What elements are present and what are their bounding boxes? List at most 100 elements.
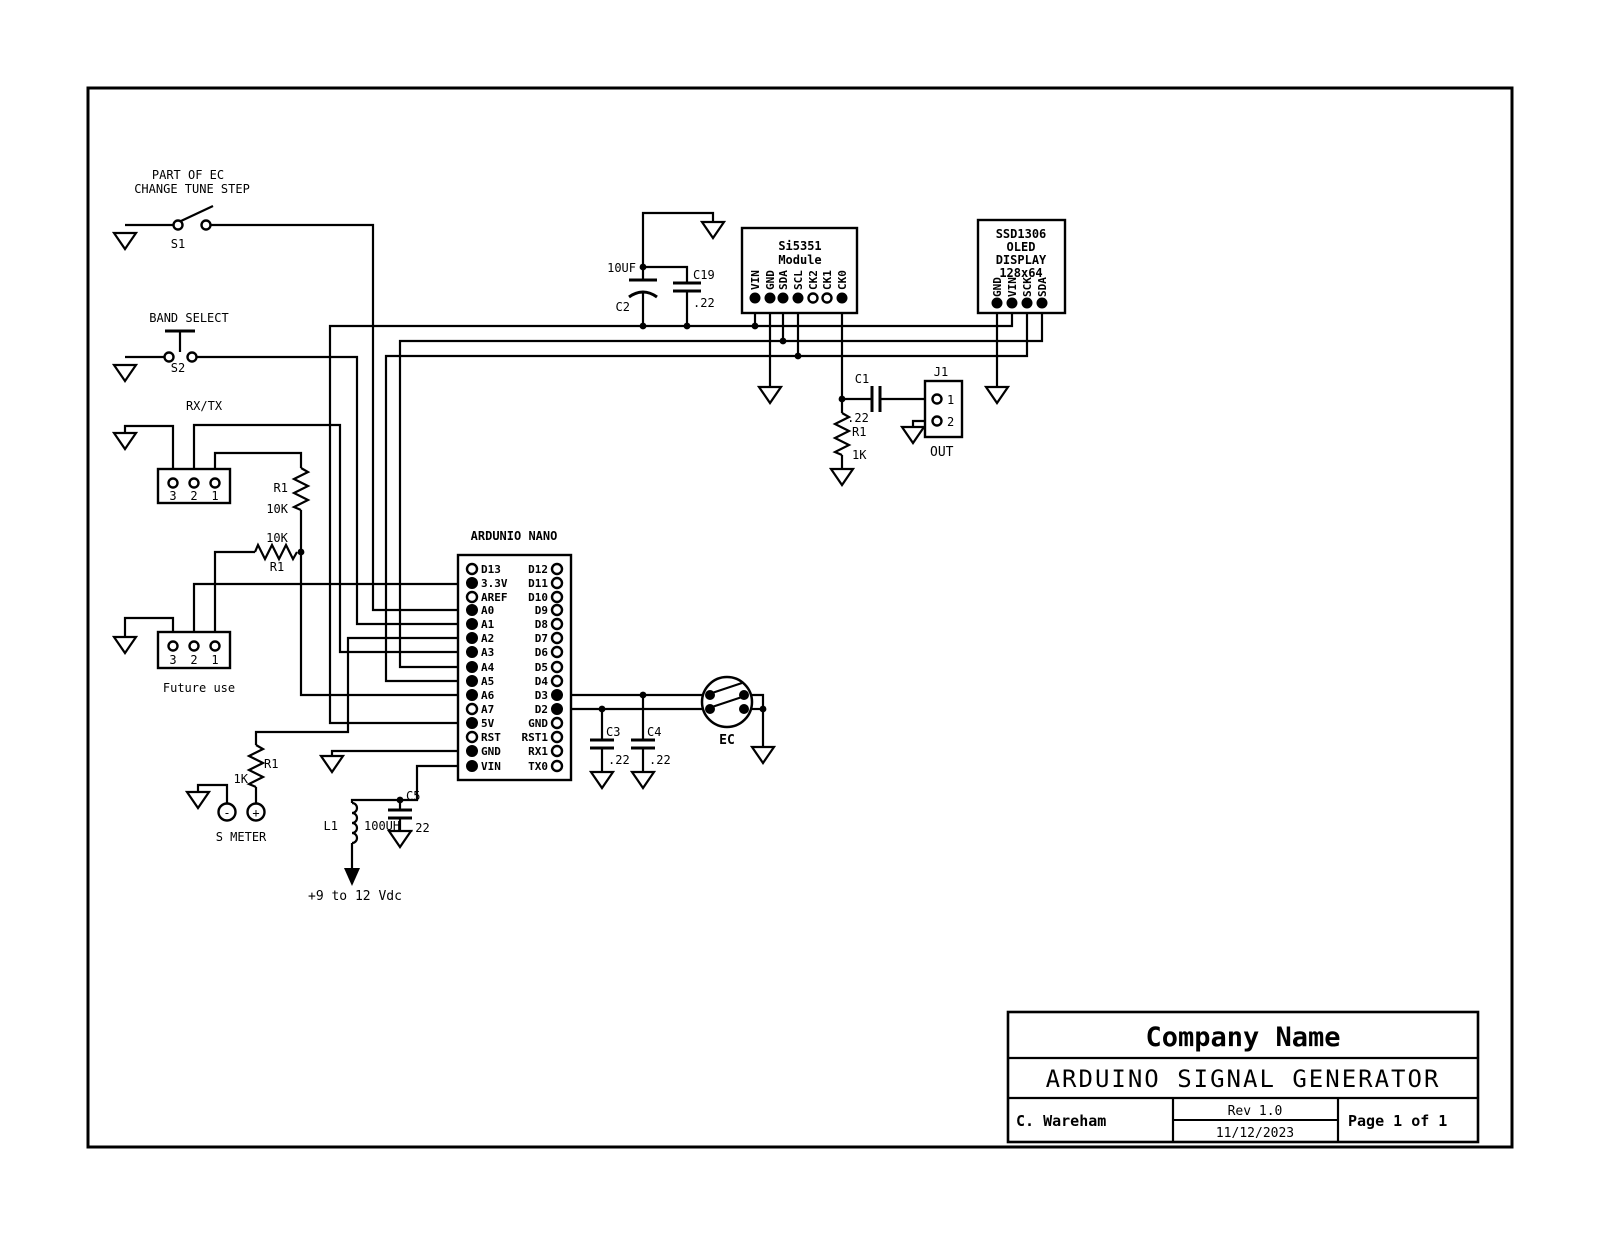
pin-a6: A6 — [481, 689, 495, 702]
company-name: Company Name — [1145, 1022, 1340, 1053]
c2-value: 10UF — [607, 261, 636, 275]
switch-s1: PART OF EC CHANGE TUNE STEP S1 — [134, 168, 250, 251]
oled-display: SSD1306 OLED DISPLAY 128x64 GND VIN SCK … — [976, 218, 1067, 315]
pin-a2: A2 — [481, 632, 494, 645]
c4-ref: C4 — [647, 725, 661, 739]
resistor-r1-10k-vertical: R1 10K — [266, 467, 311, 516]
si5351-pin-scl: SCL — [792, 270, 805, 290]
pin-a1: A1 — [481, 618, 495, 631]
rxtx-pin-1: 1 — [211, 489, 218, 503]
arduino-title: ARDUNIO NANO — [471, 529, 558, 543]
r1-10kh-ref: R1 — [270, 560, 284, 574]
rxtx-caption: RX/TX — [186, 399, 223, 413]
inductor-l1: L1 100UH — [324, 801, 400, 845]
pin-d2: D2 — [535, 703, 548, 716]
si5351-pin-ck2: CK2 — [807, 270, 820, 290]
s2-ref: S2 — [171, 361, 185, 375]
capacitor-c3: C3 .22 — [590, 725, 630, 767]
oled-title-2: OLED — [1007, 240, 1036, 254]
c1-ref: C1 — [855, 372, 869, 386]
oled-title-4: 128x64 — [999, 266, 1042, 280]
pin-aref: AREF — [481, 591, 508, 604]
oled-pin-vin: VIN — [1006, 277, 1019, 297]
r1-out-value: 1K — [852, 448, 867, 462]
si5351-pin-ck1: CK1 — [821, 270, 834, 290]
pin-gnd: GND — [481, 745, 501, 758]
title-block: Company Name ARDUINO SIGNAL GENERATOR C.… — [1006, 1010, 1480, 1144]
arduino-nano: ARDUNIO NANO D13 3.3V A — [456, 529, 573, 782]
pin-d9: D9 — [535, 604, 548, 617]
connector-future-use: 3 2 1 Future use — [156, 630, 235, 695]
j1-ref: J1 — [934, 365, 948, 379]
si5351-pin-sda: SDA — [777, 270, 790, 290]
page-border — [86, 86, 1514, 1149]
pin-d7: D7 — [535, 632, 548, 645]
c19-value: .22 — [693, 296, 715, 310]
pin-rst: RST — [481, 731, 501, 744]
l1-ref: L1 — [324, 819, 338, 833]
capacitor-c2: 10UF C2 — [607, 261, 658, 314]
date: 11/12/2023 — [1216, 1126, 1294, 1141]
oled-pin-sck: SCK — [1021, 277, 1034, 297]
power-arrow-icon — [344, 868, 360, 886]
pin-d5: D5 — [535, 661, 548, 674]
pin-3v3: 3.3V — [481, 577, 508, 590]
s-meter-label: S METER — [216, 830, 267, 844]
r1-1k-ref: R1 — [264, 757, 278, 771]
connector-rxtx: RX/TX 3 2 1 — [156, 399, 232, 505]
rxtx-pin-3: 3 — [169, 489, 176, 503]
future-caption: Future use — [163, 681, 235, 695]
pin-d13: D13 — [481, 563, 501, 576]
si5351-module: Si5351 Module VIN GND SDA SCL CK2 CK1 CK… — [740, 226, 859, 315]
pin-rx1: RX1 — [528, 745, 548, 758]
oled-pin-sda: SDA — [1036, 277, 1049, 297]
s1-caption-line2: CHANGE TUNE STEP — [134, 182, 250, 196]
ec-label: EC — [719, 733, 735, 748]
c3-ref: C3 — [606, 725, 620, 739]
si5351-pin-gnd: GND — [764, 270, 777, 290]
drawing-title: ARDUINO SIGNAL GENERATOR — [1046, 1065, 1441, 1093]
j1-out-label: OUT — [930, 445, 954, 460]
si5351-title-2: Module — [778, 253, 821, 267]
c5-ref: C5 — [406, 789, 420, 803]
pin-d12: D12 — [528, 563, 548, 576]
pin-d8: D8 — [535, 618, 548, 631]
si5351-pin-vin: VIN — [749, 270, 762, 290]
capacitor-c5: C5 .22 — [388, 789, 430, 835]
pin-gnd-right: GND — [528, 717, 548, 730]
junction-dots — [297, 263, 846, 804]
oled-title-1: SSD1306 — [996, 227, 1047, 241]
switch-s2: BAND SELECT S2 — [149, 311, 228, 375]
r1-1k-value: 1K — [234, 772, 249, 786]
pin-rst1: RST1 — [522, 731, 549, 744]
c3-value: .22 — [608, 753, 630, 767]
pin-d11: D11 — [528, 577, 548, 590]
j1-pin-1: 1 — [947, 393, 954, 407]
s-meter: - + S METER — [216, 802, 267, 844]
capacitor-c19: C19 .22 — [673, 268, 715, 310]
s-meter-minus: - — [223, 806, 230, 820]
oled-title-3: DISPLAY — [996, 253, 1047, 267]
resistor-r1-1k-meter: 1K R1 — [234, 744, 278, 789]
connector-j1: J1 1 2 OUT — [923, 365, 964, 460]
pin-d10: D10 — [528, 591, 548, 604]
si5351-title-1: Si5351 — [778, 239, 821, 253]
resistor-r1-10k-horizontal: 10K R1 — [253, 531, 298, 574]
si5351-pin-ck0: CK0 — [836, 270, 849, 290]
pin-a3: A3 — [481, 646, 494, 659]
future-pin-2: 2 — [190, 653, 197, 667]
pin-a4: A4 — [481, 661, 495, 674]
capacitor-c4: C4 .22 — [631, 725, 671, 767]
rxtx-pin-2: 2 — [190, 489, 197, 503]
s1-ref: S1 — [171, 237, 185, 251]
pin-d6: D6 — [535, 646, 549, 659]
pin-d4: D4 — [535, 675, 549, 688]
pin-a5: A5 — [481, 675, 494, 688]
pin-d3: D3 — [535, 689, 548, 702]
pin-5v: 5V — [481, 717, 495, 730]
c19-ref: C19 — [693, 268, 715, 282]
r1-10kh-value: 10K — [266, 531, 288, 545]
revision: Rev 1.0 — [1228, 1104, 1283, 1119]
